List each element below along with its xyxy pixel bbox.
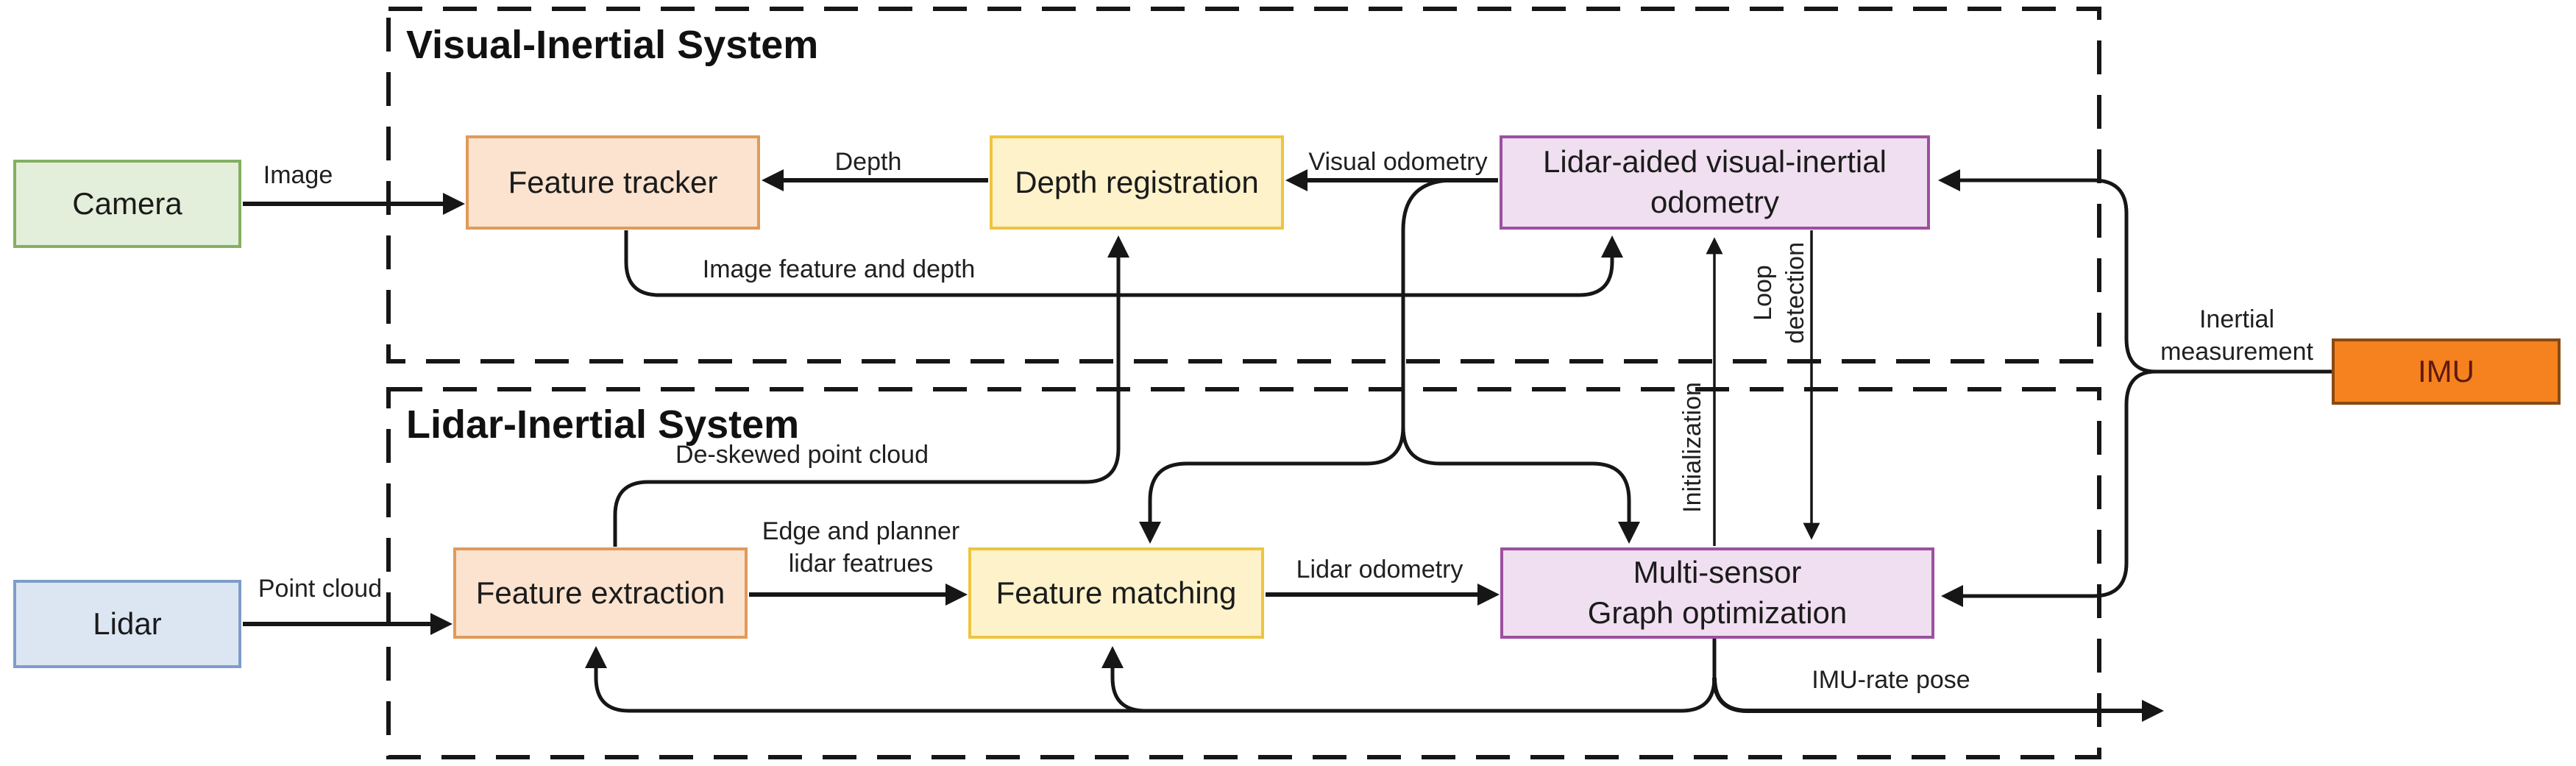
label-de-skewed-point-cloud: De-skewed point cloud	[675, 441, 929, 469]
node-lidar-aided-vio: Lidar-aided visual-inertial odometry	[1500, 135, 1930, 230]
label-initialization: Initialization	[1678, 382, 1706, 513]
node-feature-matching: Feature matching	[968, 547, 1264, 639]
label-inertial-measurement: Inertial measurement	[2160, 305, 2313, 366]
edge-vio-to-multi-sensor	[1401, 426, 1640, 544]
label-imu-rate-pose: IMU-rate pose	[1812, 666, 1970, 694]
node-multi-sensor-graph-optimization: Multi-sensor Graph optimization	[1500, 547, 1934, 639]
node-imu: IMU	[2332, 338, 2561, 405]
node-feature-tracker: Feature tracker	[466, 135, 760, 230]
lidar-inertial-system-title: Lidar-Inertial System	[406, 402, 800, 447]
edge-feedback-to-feature-extraction	[585, 639, 1717, 713]
edge-vio-to-feature-matching	[1139, 178, 1454, 544]
node-feature-extraction: Feature extraction	[453, 547, 748, 639]
node-lidar: Lidar	[13, 580, 241, 668]
node-camera: Camera	[13, 160, 241, 248]
visual-inertial-system-title: Visual-Inertial System	[406, 23, 819, 67]
label-depth: Depth	[834, 148, 902, 176]
node-depth-registration: Depth registration	[990, 135, 1284, 230]
edge-imu-to-multi-sensor	[1941, 369, 2157, 607]
label-image-feature-and-depth: Image feature and depth	[702, 255, 976, 283]
label-lidar-odometry: Lidar odometry	[1296, 556, 1463, 584]
label-visual-odometry: Visual odometry	[1308, 148, 1488, 176]
label-image: Image	[263, 161, 333, 189]
label-loop-detection: Loop detection	[1749, 242, 1810, 344]
label-edge-and-planner-lidar-features: Edge and planner lidar featrues	[762, 517, 960, 578]
edge-feature-extraction-to-depth-registration	[613, 235, 1129, 547]
edge-imu-to-vio	[1938, 169, 2332, 374]
edge-feedback-to-feature-matching	[1101, 646, 1146, 713]
label-point-cloud: Point cloud	[258, 575, 383, 603]
visual-inertial-system-border	[386, 7, 2101, 364]
edge-imu-rate-pose-output	[1712, 677, 2164, 722]
